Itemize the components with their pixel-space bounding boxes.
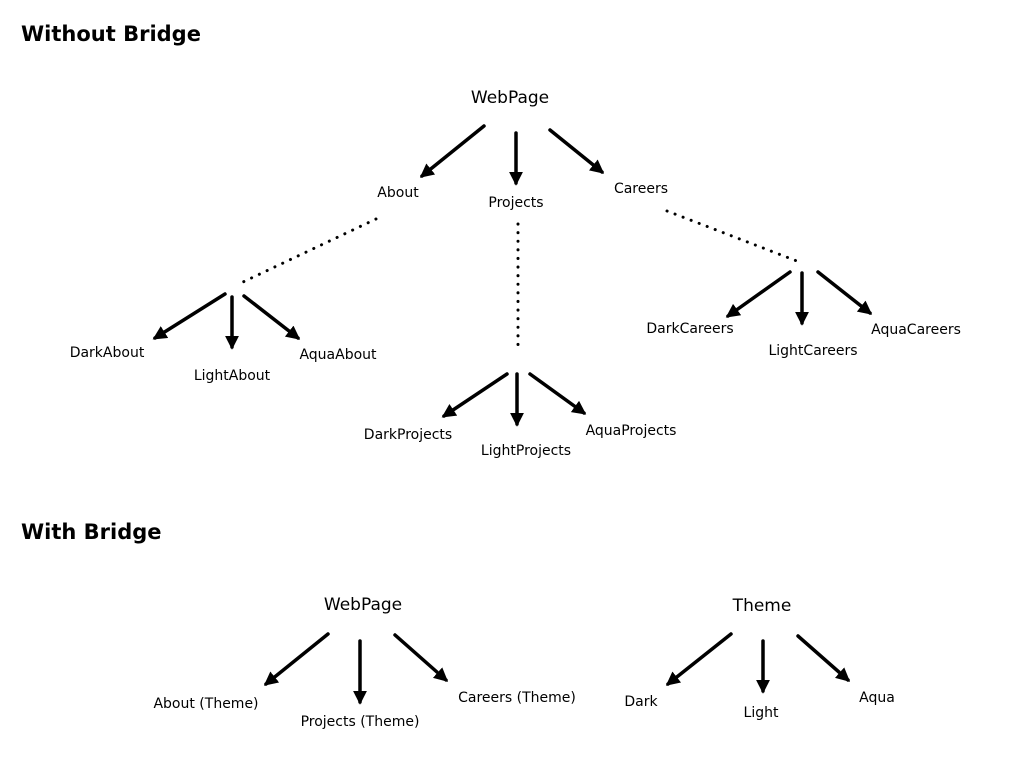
node-theme: Theme <box>732 596 792 616</box>
node-about-theme: About (Theme) <box>153 696 259 712</box>
node-webpage-top: WebPage <box>470 88 550 108</box>
node-careers-theme: Careers (Theme) <box>458 690 576 706</box>
node-aqua-projects: AquaProjects <box>585 423 677 439</box>
node-dark-careers: DarkCareers <box>646 321 734 337</box>
node-about: About <box>377 185 419 201</box>
node-aqua-careers: AquaCareers <box>871 322 961 338</box>
node-light: Light <box>743 705 779 721</box>
dotted-careers-connector <box>665 209 804 265</box>
node-dark: Dark <box>624 694 658 710</box>
arrow-webpage-to-about-theme <box>263 632 330 686</box>
arrow-theme-to-aqua <box>796 634 851 682</box>
arrow-about-to-darkabout <box>152 292 227 340</box>
arrow-webpage-to-careers-theme <box>393 633 449 682</box>
node-aqua: Aqua <box>859 690 895 706</box>
node-aqua-about: AquaAbout <box>299 347 377 363</box>
arrow-careers-to-aquacareers <box>816 270 873 315</box>
arrow-webpage-to-careers <box>548 128 605 174</box>
arrow-webpage-to-about <box>419 124 486 178</box>
node-light-about: LightAbout <box>193 368 271 384</box>
dotted-about-connector <box>241 217 378 284</box>
arrow-projects-to-aquaprojects <box>528 372 587 415</box>
node-dark-about: DarkAbout <box>69 345 145 361</box>
node-careers: Careers <box>613 181 669 197</box>
node-projects: Projects <box>488 195 544 211</box>
node-light-careers: LightCareers <box>768 343 858 359</box>
heading-without-bridge: Without Bridge <box>21 22 201 46</box>
arrow-careers-to-darkcareers <box>725 270 792 318</box>
heading-with-bridge: With Bridge <box>21 520 162 544</box>
node-projects-theme: Projects (Theme) <box>300 714 420 730</box>
arrow-projects-to-darkprojects <box>441 372 509 418</box>
node-light-projects: LightProjects <box>480 443 572 459</box>
arrow-about-to-aquaabout <box>242 294 301 340</box>
node-webpage-bottom: WebPage <box>323 595 403 615</box>
arrow-theme-to-dark <box>665 632 733 686</box>
node-dark-projects: DarkProjects <box>363 427 453 443</box>
